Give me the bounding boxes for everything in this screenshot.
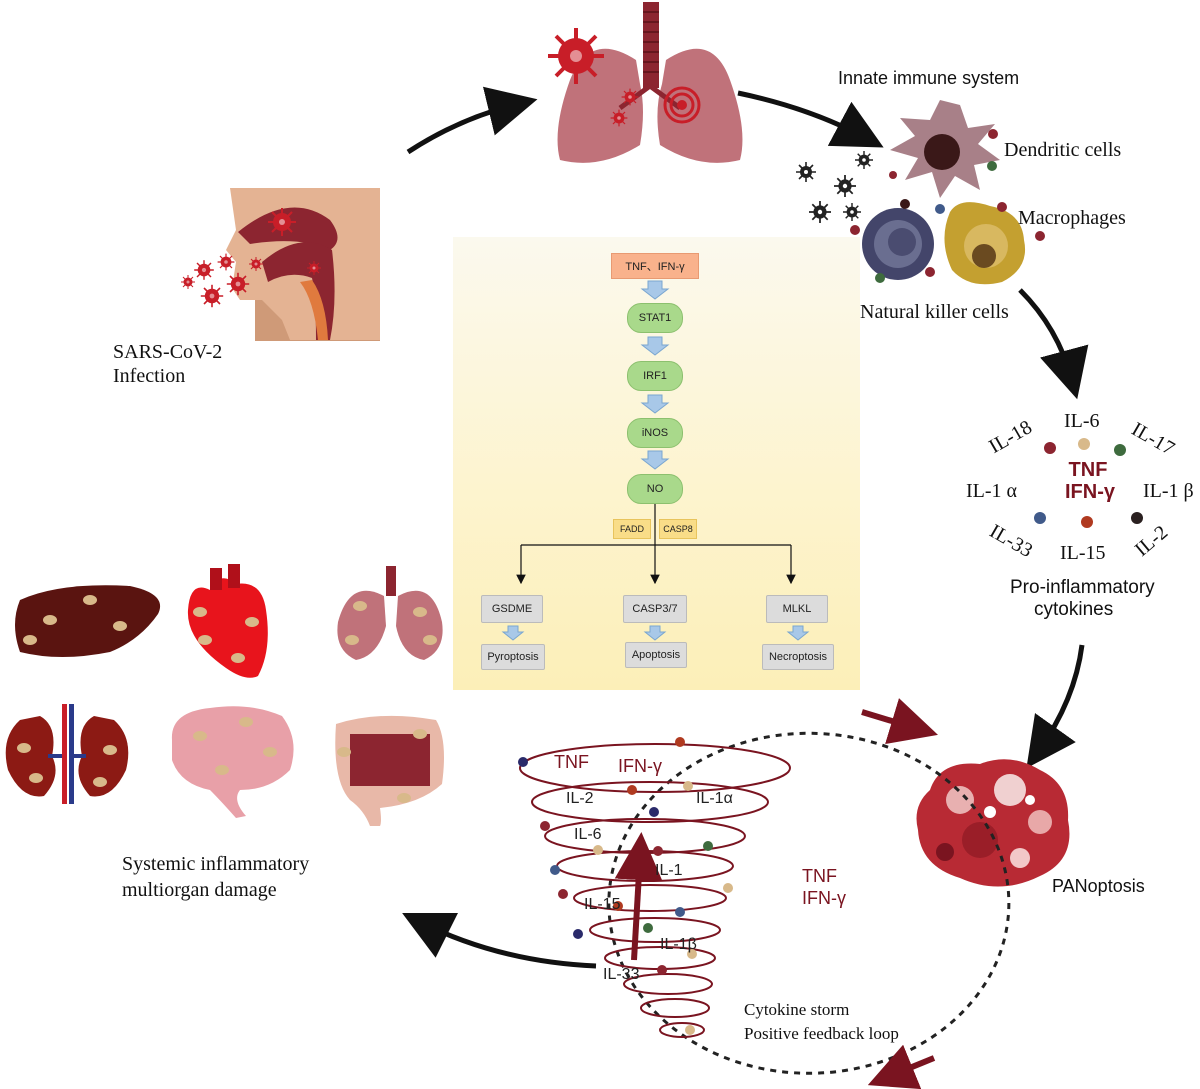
pathway-casp37: CASP3/7	[623, 595, 687, 623]
organs-illustration	[5, 564, 444, 826]
tornado-il6: IL-6	[574, 826, 602, 843]
infection-label-line1: SARS-CoV-2	[113, 341, 223, 363]
storm-label-line2: Positive feedback loop	[744, 1024, 899, 1043]
tornado-il1: IL-1	[655, 862, 683, 879]
dendritic-label: Dendritic cells	[1004, 139, 1122, 161]
pathway-necroptosis: Necroptosis	[762, 644, 834, 670]
panoptosis-illustration	[916, 759, 1070, 887]
pathway-gsdme: GSDME	[481, 595, 543, 623]
cytokine-tnf: TNF	[1068, 459, 1108, 481]
immune-cells-illustration	[850, 100, 1045, 285]
pathway-pyroptosis: Pyroptosis	[481, 644, 545, 670]
pathway-inos: iNOS	[627, 418, 683, 448]
panoptosis-label: PANoptosis	[1052, 876, 1145, 896]
tornado-il1b: IL-1β	[660, 936, 697, 953]
cytokine-ifn: IFN-γ	[1065, 481, 1115, 503]
pathway-no: NO	[627, 474, 683, 504]
proinflam-label-line2: cytokines	[1034, 599, 1114, 620]
infection-label-line2: Infection	[113, 365, 186, 387]
lungs-illustration	[557, 2, 743, 163]
pathway-irf1: IRF1	[627, 361, 683, 391]
pathway-casp8: CASP8	[659, 519, 697, 539]
pathway-fadd: FADD	[613, 519, 651, 539]
tornado-il2: IL-2	[566, 790, 594, 807]
pathway-apoptosis: Apoptosis	[625, 642, 687, 668]
pathway-stat1: STAT1	[627, 303, 683, 333]
head-illustration	[226, 188, 380, 341]
tornado-il33: IL-33	[603, 966, 640, 983]
pathway-mlkl: MLKL	[766, 595, 828, 623]
nk-label: Natural killer cells	[860, 301, 1009, 323]
loop-ifn: IFN-γ	[802, 888, 846, 908]
cytokine-il6: IL-6	[1064, 410, 1100, 432]
tornado-dots	[518, 737, 733, 1035]
systemic-label-line2: multiorgan damage	[122, 879, 277, 901]
tornado-ifn: IFN-γ	[618, 756, 662, 776]
cytokine-il15: IL-15	[1060, 542, 1106, 564]
loop-tnf: TNF	[802, 866, 837, 886]
macrophages-label: Macrophages	[1018, 207, 1126, 229]
storm-label-line1: Cytokine storm	[744, 1000, 850, 1019]
systemic-label-line1: Systemic inflammatory	[122, 853, 310, 875]
pathway-panel: TNF、IFN-γ STAT1 IRF1 iNOS NO FADD CASP8 …	[453, 237, 860, 690]
pathway-tnf-ifn: TNF、IFN-γ	[611, 253, 699, 279]
tornado-il1a: IL-1α	[696, 790, 733, 807]
cytokine-il1a: IL-1 α	[966, 480, 1018, 502]
pathway-connectors	[501, 280, 810, 641]
proinflam-label-line1: Pro-inflammatory	[1010, 577, 1155, 598]
innate-immune-label: Innate immune system	[838, 68, 1020, 88]
tornado-tnf: TNF	[554, 752, 589, 772]
cytokine-il1b: IL-1 β	[1143, 480, 1194, 502]
tornado-il15: IL-15	[584, 896, 621, 913]
